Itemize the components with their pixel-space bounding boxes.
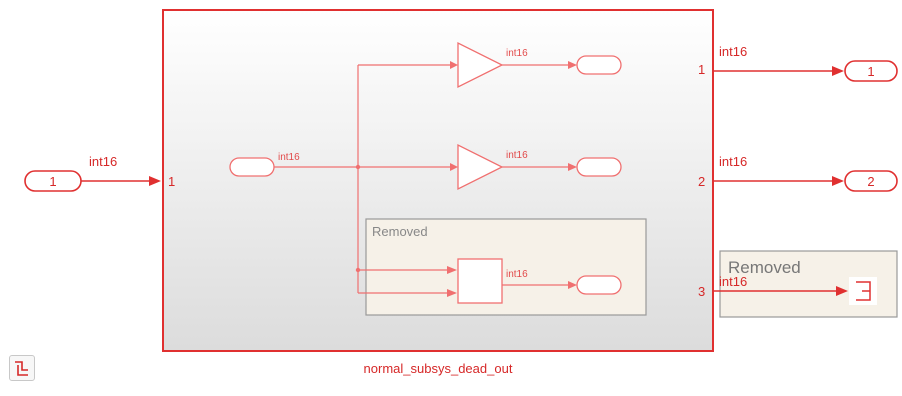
gain-1-output-line[interactable] xyxy=(502,61,577,69)
subsystem-output-label-1: 1 xyxy=(698,62,705,77)
inner-removed-area[interactable] xyxy=(365,218,647,316)
output-port-1-number: 1 xyxy=(867,64,874,79)
gain-1-output-label: int16 xyxy=(506,48,528,59)
inner-outport-2[interactable] xyxy=(576,157,622,177)
output-signal-line-2[interactable] xyxy=(713,176,844,186)
gain-block-1[interactable] xyxy=(457,41,504,89)
inner-signal-lines[interactable] xyxy=(274,64,455,294)
output-port-2-number: 2 xyxy=(867,174,874,189)
subsystem-input-label: 1 xyxy=(168,174,175,189)
model-browser-glyph-icon xyxy=(15,361,28,376)
subsystem-output-label-3: 3 xyxy=(698,284,705,299)
inner-removed-title: Removed xyxy=(372,224,428,239)
inner-removed-block[interactable] xyxy=(457,258,503,304)
inner-inport[interactable] xyxy=(229,157,275,177)
gain-2-output-line[interactable] xyxy=(502,163,577,171)
inner-outport-1[interactable] xyxy=(576,55,622,75)
output-port-2[interactable]: 2 xyxy=(844,170,898,192)
output-signal-line-3[interactable] xyxy=(713,286,848,296)
output-port-1[interactable]: 1 xyxy=(844,60,898,82)
output-signal-line-1[interactable] xyxy=(713,66,844,76)
gain-2-output-label: int16 xyxy=(506,150,528,161)
output-signal-label-2: int16 xyxy=(719,154,747,169)
inner-removed-block-output-line[interactable] xyxy=(502,281,577,289)
inner-inport-signal-label: int16 xyxy=(278,152,300,163)
output-signal-label-1: int16 xyxy=(719,44,747,59)
inner-arrowheads xyxy=(447,61,458,297)
terminator-icon[interactable] xyxy=(849,277,877,305)
input-signal-line[interactable] xyxy=(81,176,161,186)
inner-outport-3[interactable] xyxy=(576,275,622,295)
input-signal-label: int16 xyxy=(89,154,117,169)
output-signal-label-3: int16 xyxy=(719,274,747,289)
gain-block-2[interactable] xyxy=(457,143,504,191)
input-port-1[interactable]: 1 xyxy=(24,170,82,192)
model-browser-icon[interactable] xyxy=(9,355,35,381)
subsystem-name: normal_subsys_dead_out xyxy=(364,361,513,376)
input-port-1-number: 1 xyxy=(49,174,56,189)
inner-branch-dots xyxy=(355,164,361,273)
removed-output-title: Removed xyxy=(728,258,801,277)
subsystem-output-label-2: 2 xyxy=(698,174,705,189)
inner-removed-block-output-label: int16 xyxy=(506,269,528,280)
